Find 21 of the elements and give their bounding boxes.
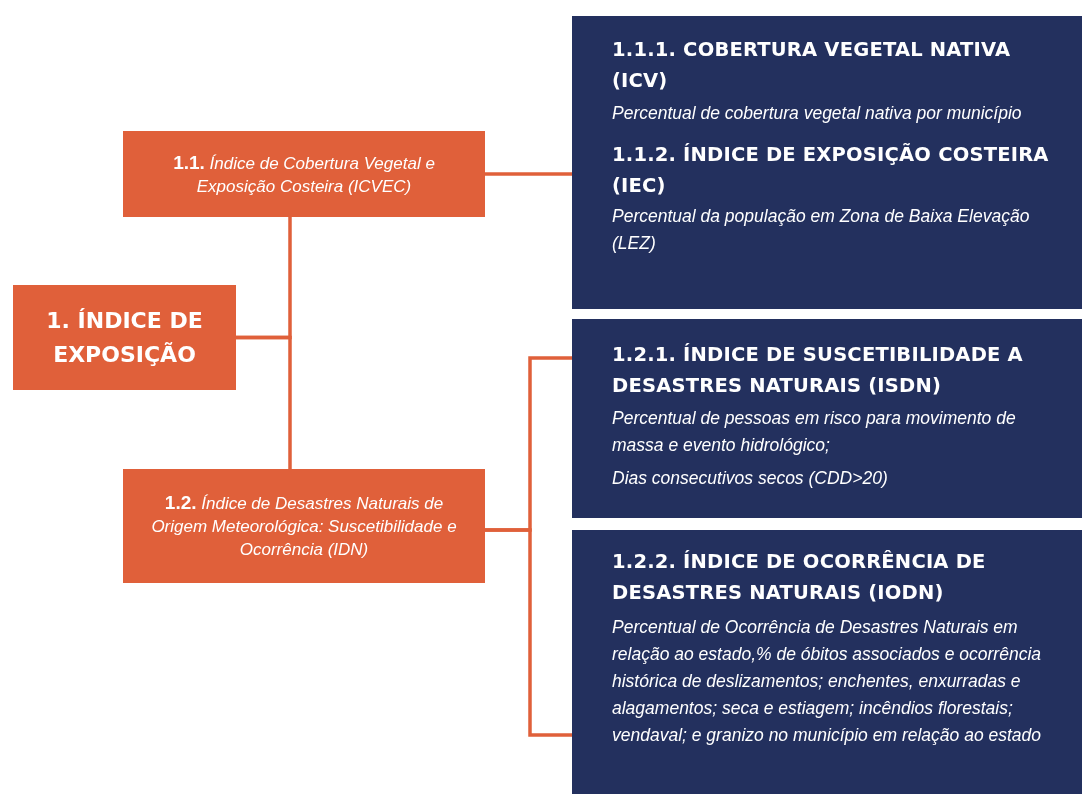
- indicator-panel: [572, 530, 1082, 794]
- heading-text: 1. ÍNDICE DE EXPOSIÇÃO: [45, 306, 204, 369]
- description-text: Dias consecutivos secos (CDD>20): [612, 467, 889, 490]
- heading-text: 1.2.1. ÍNDICE DE SUSCETIBILIDADE A DESASTRES NATURAIS (ISDN): [612, 342, 1024, 399]
- description-text: Percentual de cobertura vegetal nativa por município: [612, 102, 1023, 125]
- index-label: 1.1. Índice de Cobertura Vegetal e Exposição Costeira (ICVEC): [172, 150, 436, 198]
- description-text: Percentual de pessoas em risco para movimento de massa e evento hidrológico;: [612, 407, 1017, 457]
- index-label: 1.2. Índice de Desastres Naturais de Origem Meteorológica: Suscetibilidade e Ocorrência (IDN): [150, 491, 458, 561]
- connector-line: [236, 335, 292, 469]
- indicator-panel: [572, 319, 1082, 518]
- index-box: [123, 131, 485, 217]
- connector-line: [485, 528, 572, 737]
- description-text: Percentual de Ocorrência de Desastres Naturais em relação ao estado,% de óbitos associados e ocorrência histórica de deslizamentos; enchentes, enxurradas e alagamentos; seca e estiagem; incêndios florestais; vendaval; e granizo no município em relação ao estado: [612, 616, 1042, 747]
- index-box: [123, 469, 485, 583]
- description-text: Percentual da população em Zona de Baixa Elevação (LEZ): [612, 205, 1031, 255]
- heading-text: 1.1.1. COBERTURA VEGETAL NATIVA (ICV): [612, 37, 1012, 94]
- heading-text: 1.2.2. ÍNDICE DE OCORRÊNCIA DE DESASTRES NATURAIS (IODN): [612, 549, 987, 606]
- index-box: [13, 285, 236, 390]
- heading-text: 1.1.2. ÍNDICE DE EXPOSIÇÃO COSTEIRA (IEC): [612, 142, 1050, 199]
- indicator-panel: [572, 16, 1082, 309]
- connector-line: [485, 172, 572, 176]
